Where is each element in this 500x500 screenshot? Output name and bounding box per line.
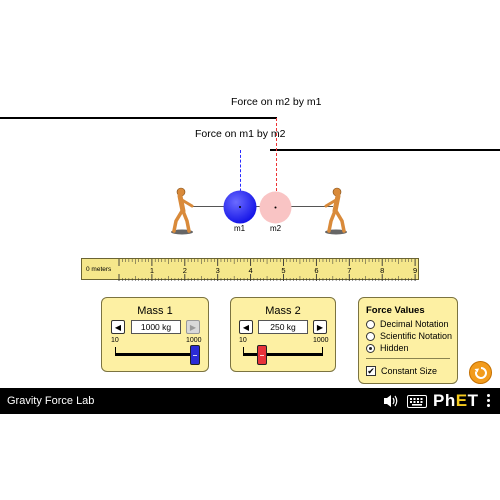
mass-m2-label: m2: [270, 224, 282, 233]
mass1-slider-thumb[interactable]: [190, 345, 200, 365]
radio-decimal-label: Decimal Notation: [380, 319, 449, 329]
mass-m2-sphere[interactable]: [259, 191, 292, 224]
m2-center-line: [276, 118, 277, 206]
force-m2-by-m1-arrow: [0, 117, 277, 119]
mass1-slider-max: 1000: [186, 337, 202, 344]
mass2-panel: Mass 2 ◀ 250 kg ▶ 10 1000: [230, 297, 336, 372]
mass1-title: Mass 1: [137, 305, 173, 317]
radio-decimal-indicator: [366, 319, 375, 329]
reset-icon: [474, 366, 487, 379]
mass2-decrease-button[interactable]: ◀: [239, 320, 253, 334]
right-puller-figure: [324, 187, 347, 235]
mass2-slider-tick-min: [243, 347, 244, 353]
mass2-value: 250 kg: [258, 320, 308, 334]
checkmark-icon: ✔: [366, 366, 376, 376]
keyboard-icon[interactable]: [407, 395, 427, 408]
mass2-increase-button[interactable]: ▶: [313, 320, 327, 334]
force-m1-by-m2-arrow: [270, 149, 500, 151]
mass1-value: 1000 kg: [131, 320, 181, 334]
ruler-tick-label: 2: [183, 266, 187, 275]
ruler-unit-label: 0 meters: [86, 266, 112, 273]
mass2-slider-min: 10: [239, 337, 247, 344]
ruler-tick-label: 6: [314, 266, 318, 275]
left-puller-figure: [171, 187, 194, 235]
force-values-title: Force Values: [366, 305, 425, 316]
mass2-slider-max: 1000: [313, 337, 329, 344]
constant-size-label: Constant Size: [381, 366, 438, 376]
constant-size-checkbox[interactable]: ✔ Constant Size: [366, 366, 437, 376]
force-m2-by-m1-label: Force on m2 by m1: [231, 96, 322, 108]
mass1-decrease-button[interactable]: ◀: [111, 320, 125, 334]
sim-title: Gravity Force Lab: [7, 395, 95, 407]
vertical-dots-icon[interactable]: [487, 394, 491, 409]
mass-m1-label: m1: [234, 224, 246, 233]
phet-logo[interactable]: PhET: [433, 391, 479, 410]
mass1-slider-min: 10: [111, 337, 119, 344]
mass2-slider-track[interactable]: [243, 353, 323, 356]
speaker-icon[interactable]: [382, 393, 400, 409]
force-values-divider: [366, 358, 450, 359]
radio-hidden-indicator: [366, 343, 375, 353]
radio-hidden-label: Hidden: [380, 343, 409, 353]
m1-center-line: [240, 150, 241, 206]
ruler-tick-label: 3: [216, 266, 220, 275]
force-m1-by-m2-label: Force on m1 by m2: [195, 128, 286, 140]
mass1-panel: Mass 1 ◀ 1000 kg ▶ 10 1000: [101, 297, 209, 372]
ruler-tick-label: 7: [347, 266, 351, 275]
mass1-increase-button[interactable]: ▶: [186, 320, 200, 334]
mass1-slider-tick-min: [115, 347, 116, 353]
ruler-ticks: 12345678910: [118, 259, 417, 281]
ruler-tick-label: 5: [281, 266, 285, 275]
radio-scientific-notation[interactable]: Scientific Notation: [366, 331, 452, 341]
radio-hidden[interactable]: Hidden: [366, 343, 409, 353]
mass2-title: Mass 2: [265, 305, 301, 317]
mass1-slider-track[interactable]: [115, 353, 195, 356]
navigation-bar: Gravity Force Lab PhET: [0, 388, 500, 414]
force-values-panel: Force Values Decimal Notation Scientific…: [358, 297, 458, 384]
radio-decimal-notation[interactable]: Decimal Notation: [366, 319, 449, 329]
mass2-slider-tick-max: [322, 347, 323, 353]
mass-m1-sphere[interactable]: [223, 190, 257, 224]
radio-scientific-label: Scientific Notation: [380, 331, 453, 341]
ruler-tick-label: 4: [249, 266, 253, 275]
mass2-slider-thumb[interactable]: [257, 345, 268, 365]
ruler-tick-label: 1: [150, 266, 154, 275]
ruler-tick-label: 9: [413, 266, 417, 275]
ruler[interactable]: 12345678910 0 meters: [81, 258, 419, 281]
reset-all-button[interactable]: [469, 361, 492, 384]
ruler-tick-label: 8: [380, 266, 384, 275]
radio-scientific-indicator: [366, 331, 375, 341]
